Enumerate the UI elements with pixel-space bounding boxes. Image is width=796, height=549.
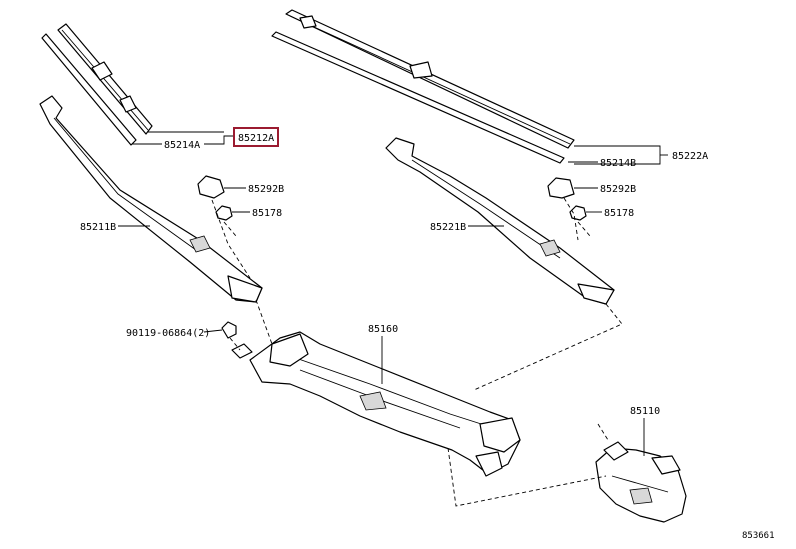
label-85160[interactable]: 85160	[368, 324, 398, 335]
right-nut	[569, 205, 587, 221]
bolt	[221, 321, 253, 359]
label-85211B[interactable]: 85211B	[80, 222, 116, 233]
part-labels: 85212A 85214A 85222A 85214B 85292B 85178…	[80, 133, 775, 541]
highlight-box	[233, 127, 279, 147]
left-wiper-blade	[57, 23, 153, 135]
leader-lines	[118, 131, 668, 456]
label-85178-left[interactable]: 85178	[252, 208, 282, 219]
left-blade-refill	[41, 33, 137, 146]
label-85178-right[interactable]: 85178	[604, 208, 634, 219]
label-85214A[interactable]: 85214A	[164, 140, 200, 151]
label-85292B-right[interactable]: 85292B	[600, 184, 636, 195]
wiper-link-assembly	[249, 331, 521, 477]
left-cap	[197, 175, 225, 199]
label-90119[interactable]: 90119-06864(2)	[126, 328, 210, 339]
left-wiper-arm	[39, 95, 263, 303]
label-85212A[interactable]: 85212A	[238, 133, 274, 144]
label-85221B[interactable]: 85221B	[430, 222, 466, 233]
wiper-motor	[595, 441, 687, 523]
left-nut	[215, 205, 233, 221]
right-cap	[547, 177, 575, 199]
right-blade-refill	[271, 31, 565, 164]
label-85292B-left[interactable]: 85292B	[248, 184, 284, 195]
label-85222A[interactable]: 85222A	[672, 151, 708, 162]
label-85110[interactable]: 85110	[630, 406, 660, 417]
figure-id: 853661	[742, 531, 775, 541]
label-85214B[interactable]: 85214B	[600, 158, 636, 169]
right-wiper-arm	[385, 137, 615, 305]
right-wiper-blade	[285, 9, 575, 149]
dashed-assembly-lines	[211, 197, 623, 507]
